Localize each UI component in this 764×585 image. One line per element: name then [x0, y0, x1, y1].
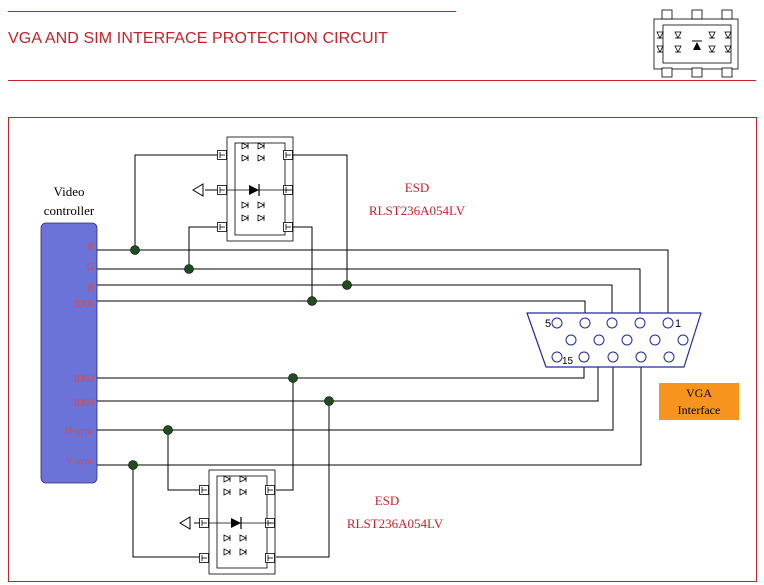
vga-interface-line1: VGA — [686, 386, 712, 400]
esd-bottom-label: ESD — [375, 493, 400, 508]
connector-pin-1-label: 1 — [675, 318, 681, 330]
vga-db15-connector — [526, 312, 702, 368]
protection-chip-logo-icon — [653, 9, 739, 78]
esd-top-part-number: RLST236A054LV — [369, 203, 466, 218]
controller-pin-id03: ID03 — [73, 398, 94, 409]
esd-chip-bottom — [199, 469, 276, 575]
ground-arrow-icon — [179, 516, 191, 530]
junction-dots — [128, 245, 352, 470]
signal-wires — [97, 154, 669, 558]
vga-interface-line2: Interface — [678, 403, 721, 417]
esd-bottom-part-number: RLST236A054LV — [347, 516, 444, 531]
controller-pin-hsync: H-sync — [65, 426, 94, 437]
header-bottom-rule — [8, 80, 756, 81]
controller-pin-vsync: V-sync — [66, 456, 95, 467]
controller-pin-id00: ID00 — [73, 299, 94, 310]
controller-pin-g: G — [87, 262, 94, 273]
ground-arrow-icon — [192, 183, 204, 197]
video-controller-block — [40, 222, 98, 484]
page-title: VGA AND SIM INTERFACE PROTECTION CIRCUIT — [8, 30, 389, 47]
controller-label-line1: Video — [54, 184, 85, 199]
controller-pin-b: B — [87, 283, 94, 294]
controller-pin-r: R — [87, 242, 94, 253]
controller-pin-id02: ID02 — [73, 374, 94, 385]
connector-pin-15-label: 15 — [562, 356, 574, 367]
controller-label-line2: controller — [44, 203, 95, 218]
vga-interface-box — [659, 383, 739, 420]
diagram-frame — [8, 117, 757, 582]
esd-top-label: ESD — [405, 180, 430, 195]
connector-pin-5-label: 5 — [545, 318, 551, 330]
esd-chip-top — [217, 136, 294, 242]
header-top-rule — [8, 11, 456, 12]
